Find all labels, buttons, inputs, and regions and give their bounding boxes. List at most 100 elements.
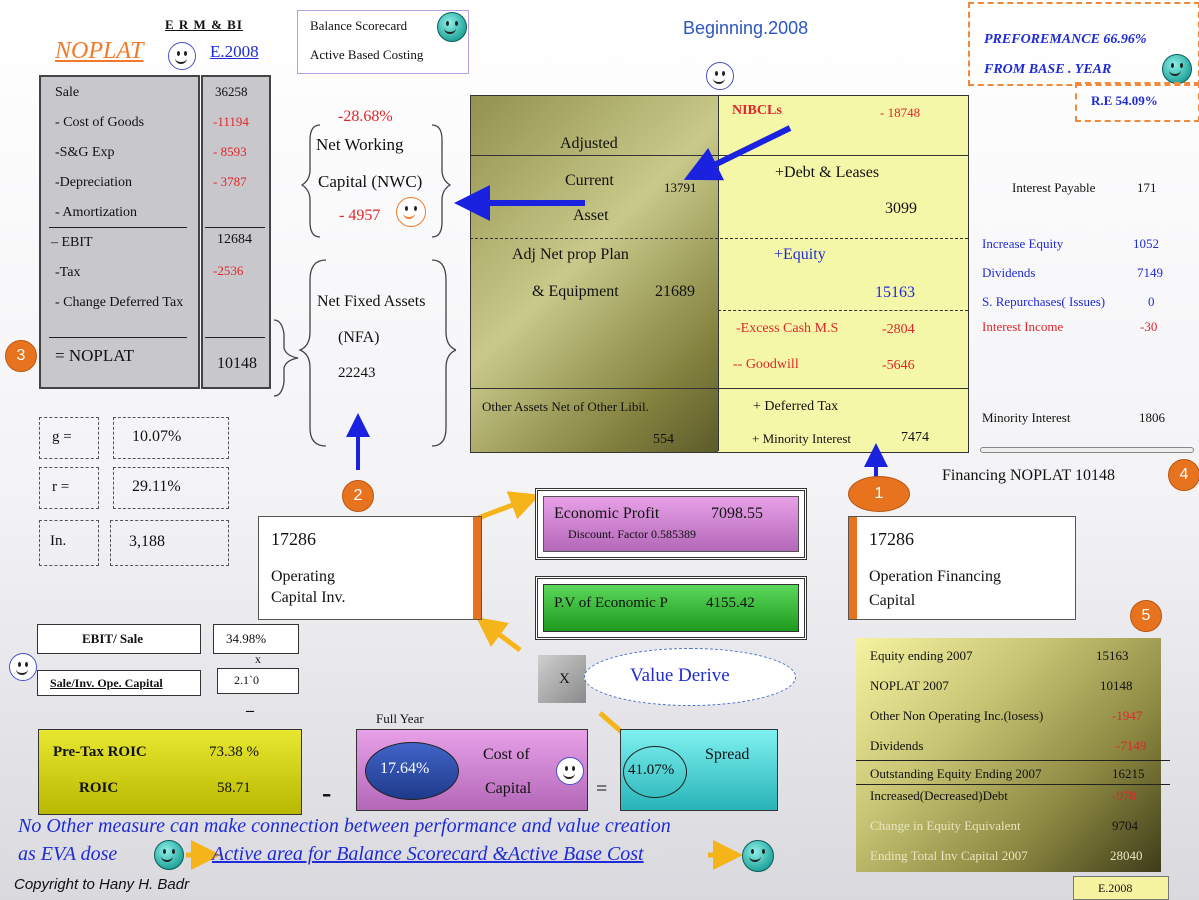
nibcls-value: - 18748: [880, 105, 921, 120]
noplat-values: 36258 -11194 - 8593 - 3787 12684 -2536 1…: [201, 75, 271, 389]
economic-profit-value: 7098.55: [711, 505, 763, 522]
equity-row-value: 28040: [1110, 848, 1143, 863]
operating-capital-value: 17286: [271, 529, 316, 549]
spread-label: Spread: [705, 746, 750, 763]
sale-inv-label: Sale/Inv. Ope. Capital: [50, 676, 163, 690]
cost-minus-sign: -: [322, 778, 332, 809]
sale-inv-box: Sale/Inv. Ope. Capital: [37, 670, 201, 696]
increase-equity-value: 1052: [1133, 236, 1159, 251]
excess-cash-value: -2804: [882, 322, 915, 337]
in-label: In.: [50, 533, 67, 549]
smiley-icon: [556, 757, 584, 785]
g-label: g =: [52, 429, 72, 445]
noplat-row-label: Sale: [55, 85, 80, 100]
equity-row-label: Increased(Decreased)Debt: [870, 788, 1008, 803]
re-label: R.E 54.09%: [1091, 93, 1158, 108]
pv-economic-value: 4155.42: [706, 595, 755, 611]
equity-row-value: -7149: [1116, 738, 1147, 753]
value-derive-label: Value Derive: [630, 665, 730, 686]
cost-capital-ellipse: 17.64%: [365, 742, 459, 800]
nibcls-label: NIBCLs: [732, 103, 782, 118]
nwc-pct: -28.68%: [338, 108, 393, 125]
multiply-label: X: [559, 671, 570, 687]
noplat-value: - 3787: [213, 174, 247, 189]
roic-box: Pre-Tax ROIC 73.38 % ROIC 58.71: [38, 729, 302, 815]
equipment-value: 21689: [655, 283, 695, 300]
operating-capital-box: 17286 Operating Capital Inv.: [258, 516, 482, 620]
in-value-box: 3,188: [110, 520, 229, 566]
nwc-value: - 4957: [339, 207, 381, 224]
equity-row-value: -1947: [1112, 708, 1143, 723]
cost-capital-box: 17.64% Cost of Capital: [356, 729, 588, 811]
ebit-sale-value-box: 34.98%: [213, 624, 299, 654]
footer-line2a: as EVA dose: [18, 843, 118, 865]
noplat-value: -2536: [213, 263, 244, 278]
increase-equity-label: Increase Equity: [982, 236, 1064, 251]
g-label-box: g =: [39, 417, 99, 459]
footer-link[interactable]: Active area for Balance Scorecard &Activ…: [212, 843, 644, 865]
equity-panel-footer: E.2008: [1073, 876, 1169, 900]
operation-financing-value: 17286: [869, 529, 914, 549]
equity-row-label: NOPLAT 2007: [870, 678, 949, 693]
noplat-value: 36258: [215, 84, 248, 99]
repurchases-label: S. Repurchases( Issues): [982, 294, 1106, 309]
in-value: 3,188: [129, 533, 165, 550]
e2008-label: E.2008: [210, 42, 259, 61]
adj-net-prop-label: Adj Net prop Plan: [512, 246, 629, 263]
beginning-title: Beginning.2008: [683, 18, 809, 38]
minority-value: 7474: [901, 430, 929, 445]
pv-economic-label: P.V of Economic P: [554, 595, 668, 611]
financing-noplat: Financing NOPLAT 10148: [942, 467, 1116, 484]
equity-row-value: -978: [1112, 788, 1136, 803]
in-label-box: In.: [39, 520, 99, 566]
noplat-row-label: - Cost of Goods: [55, 115, 145, 130]
equity-value: 15163: [875, 284, 915, 301]
sale-inv-value-box: 2.1`0: [217, 668, 299, 694]
smiley-icon: [1162, 54, 1192, 84]
sale-inv-value: 2.1`0: [234, 673, 259, 687]
nwc-label: Net Working: [316, 135, 404, 154]
interest-payable-value: 171: [1137, 180, 1157, 195]
badge-2: 2: [342, 480, 374, 512]
equity-row-value: 15163: [1096, 648, 1129, 663]
equity-row-value: 16215: [1112, 766, 1145, 781]
pretax-roic-label: Pre-Tax ROIC: [53, 744, 147, 760]
smiley-icon: [742, 840, 774, 872]
interest-payable-label: Interest Payable: [1012, 180, 1096, 195]
operating-capital-label: Operating: [271, 568, 335, 585]
copyright: Copyright to Hany H. Badr: [14, 876, 190, 893]
equity-row-label: Other Non Operating Inc.(losess): [870, 708, 1044, 723]
repurchases-value: 0: [1148, 294, 1155, 309]
noplat-value: - 8593: [213, 144, 247, 159]
ebit-sale-value: 34.98%: [226, 631, 267, 646]
roic-label: ROIC: [79, 780, 119, 796]
smiley-icon: [706, 62, 734, 90]
abc-label: Active Based Costing: [310, 47, 424, 62]
badge-3: 3: [5, 340, 37, 372]
footer-line1: No Other measure can make connection bet…: [18, 815, 671, 837]
equity-row-label: Ending Total Inv Capital 2007: [870, 848, 1028, 863]
minority-label: + Minority Interest: [752, 431, 852, 446]
spread-value: 41.07%: [628, 762, 675, 778]
noplat-row-label: -Depreciation: [55, 175, 132, 190]
smiley-icon: [437, 12, 467, 42]
roic-value: 58.71: [217, 780, 251, 796]
noplat-total-label: = NOPLAT: [55, 346, 135, 365]
erm-bi-label: E R M & BI: [165, 17, 243, 32]
smiley-icon: [168, 42, 196, 70]
equity-row-value: 9704: [1112, 818, 1138, 833]
smiley-icon: [9, 653, 37, 681]
other-assets-label: Other Assets Net of Other Libil.: [482, 399, 649, 414]
divider: [980, 447, 1194, 453]
noplat-table: Sale - Cost of Goods -S&G Exp -Depreciat…: [39, 75, 200, 389]
r-value-box: 29.11%: [113, 467, 229, 509]
discount-factor: Discount. Factor 0.585389: [568, 527, 696, 541]
nfa-value: 22243: [338, 365, 376, 381]
full-year-label: Full Year: [376, 711, 424, 726]
dividends-label: Dividends: [982, 265, 1036, 280]
ebit-sale-box: EBIT/ Sale: [37, 624, 201, 654]
from-base-label: FROM BASE . YEAR: [984, 62, 1112, 77]
adjusted-label: Adjusted: [560, 135, 618, 152]
r-label: r =: [52, 479, 70, 495]
noplat-row-label: – EBIT: [51, 235, 93, 250]
